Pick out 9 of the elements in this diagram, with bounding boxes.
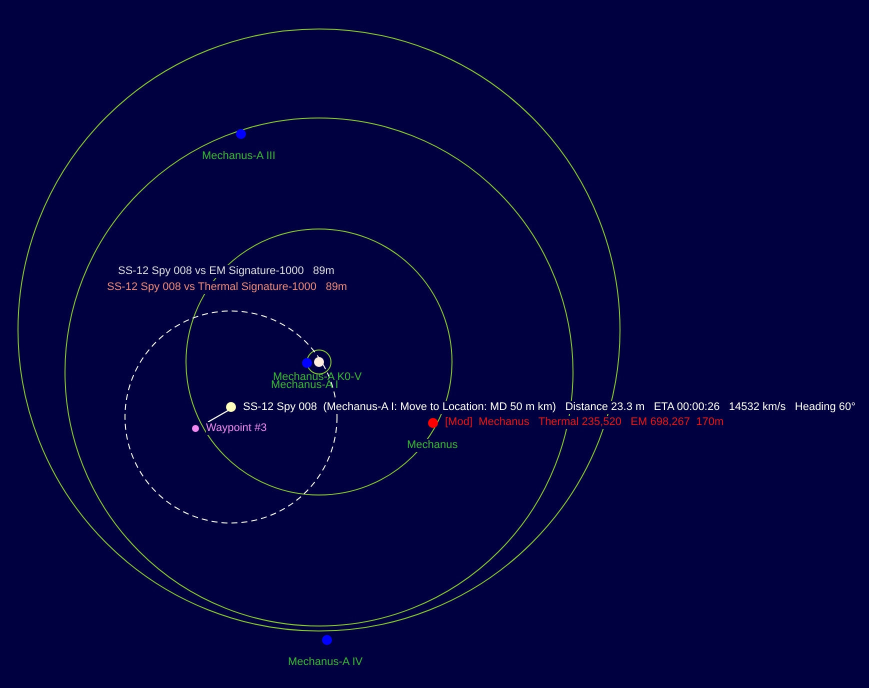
- map-label: Mechanus: [407, 439, 458, 452]
- map-label: SS-12 Spy 008 (Mechanus-A I: Move to Location: MD 50 m km) Distance 23.3 m ETA 00:00:26 14532 km/s Heading 60°: [243, 401, 856, 414]
- sensor-readout: SS-12 Spy 008 vs EM Signature-1000 89m: [118, 265, 334, 278]
- map-label: [Mod] Mechanus Thermal 235,520 EM 698,267 170m: [445, 416, 724, 429]
- map-label: Mechanus-A IV: [288, 656, 363, 669]
- map-label: Mechanus-A III: [202, 150, 276, 163]
- map-label: Waypoint #3: [206, 422, 267, 435]
- sensor-readout: SS-12 Spy 008 vs Thermal Signature-1000 89m: [107, 281, 348, 294]
- course-line: [208, 409, 230, 423]
